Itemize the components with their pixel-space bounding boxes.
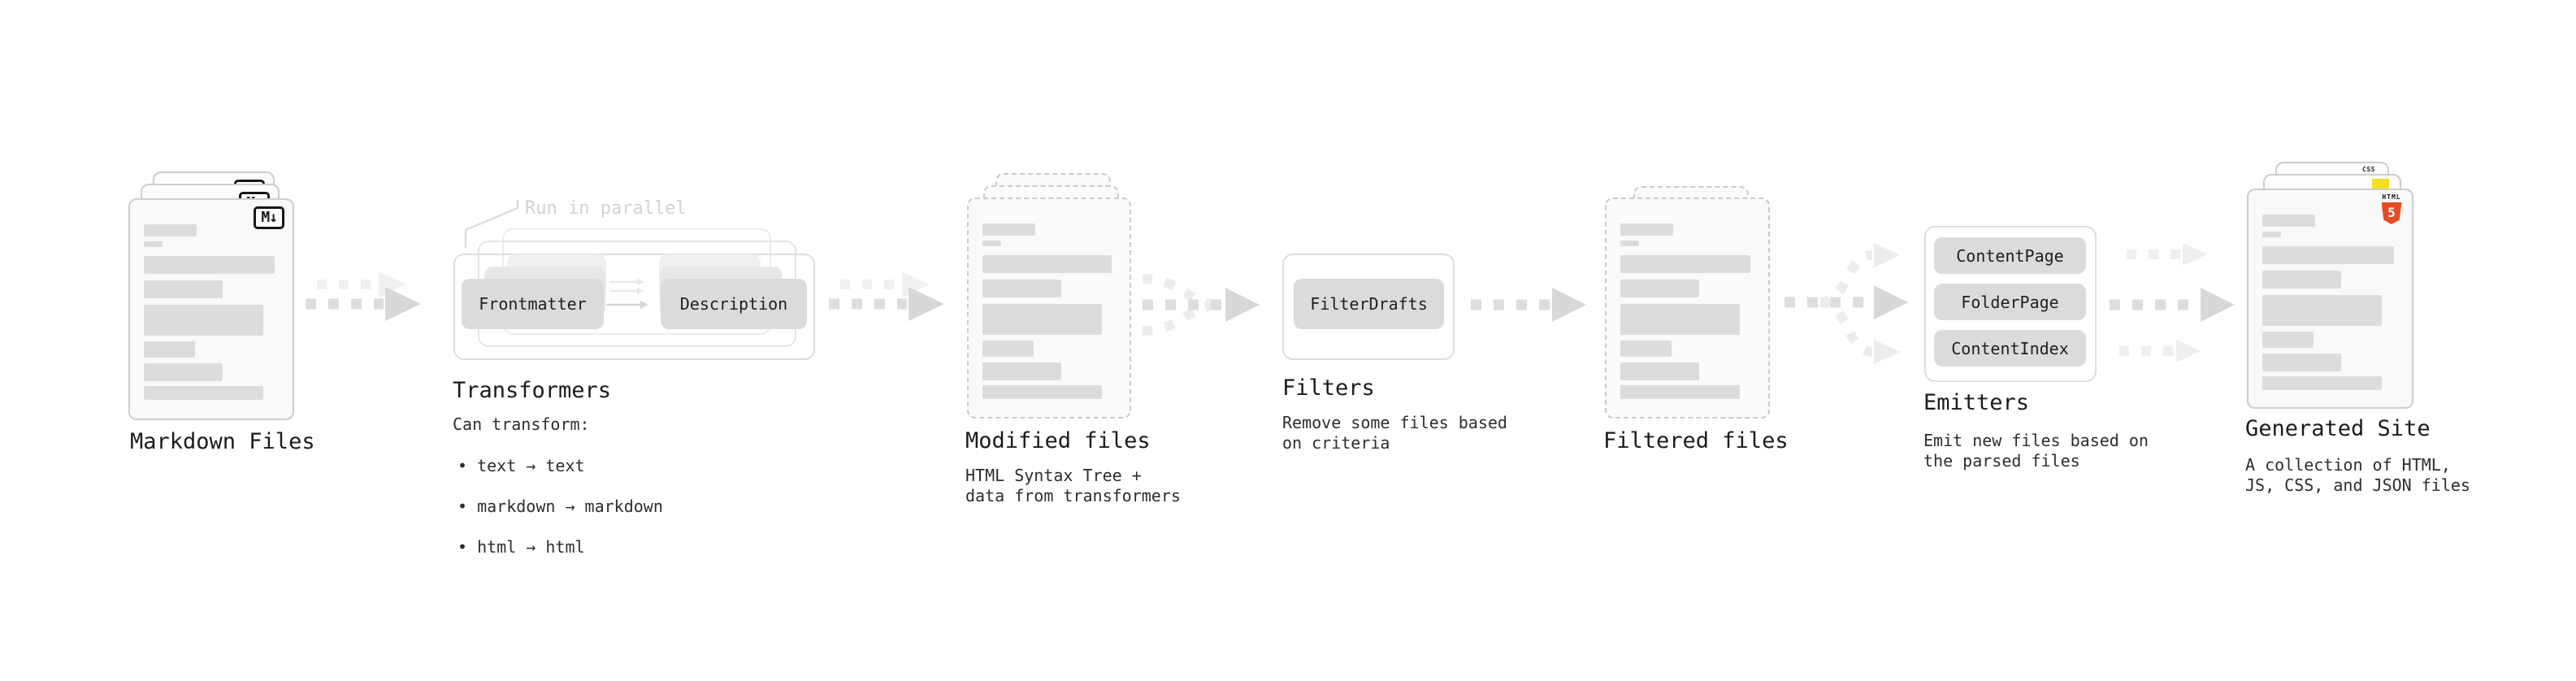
frontmatter-box: Frontmatter xyxy=(462,279,604,329)
description-box: Description xyxy=(661,279,807,329)
generated-site-label: Generated Site xyxy=(2245,416,2431,441)
bullet-html-to-html: • html → html xyxy=(458,537,585,557)
markdown-icon: M↓ xyxy=(254,206,284,229)
emitters-caption: Emit new files based on the parsed files xyxy=(1923,431,2149,471)
contentpage-box: ContentPage xyxy=(1934,237,2086,274)
modified-files-caption: HTML Syntax Tree + data from transformer… xyxy=(965,466,1181,505)
arrow-filters-to-filtered xyxy=(1471,288,1586,322)
folderpage-box: FolderPage xyxy=(1934,284,2086,320)
run-in-parallel-annotation: Run in parallel xyxy=(525,198,687,219)
modified-doc-front xyxy=(967,197,1131,419)
bullet-markdown-to-markdown: • markdown → markdown xyxy=(458,497,663,516)
transformers-caption-title: Can transform: xyxy=(453,414,590,434)
transformers-label: Transformers xyxy=(453,378,612,403)
emitters-label: Emitters xyxy=(1923,390,2030,415)
filtered-doc-front xyxy=(1605,197,1770,419)
doc-content-placeholder xyxy=(1620,223,1750,399)
arrow-markdown-to-transformers xyxy=(306,271,421,321)
filtered-files-label: Filtered files xyxy=(1603,428,1789,453)
arrow-fanin-modified-to-filters xyxy=(1142,274,1260,336)
arrows-emitters-to-generated xyxy=(2110,243,2235,362)
js-icon xyxy=(2372,179,2389,189)
parallel-arrows-icon xyxy=(606,278,648,309)
arrow-fanout-filtered-to-emitters xyxy=(1785,243,1908,364)
transformers-bullets: • text → text • markdown → markdown • ht… xyxy=(458,436,663,578)
bullet-text-to-text: • text → text xyxy=(458,456,585,475)
callout-line xyxy=(464,200,519,248)
arrow-transformers-to-modified xyxy=(829,271,944,321)
filters-caption: Remove some files based on criteria xyxy=(1282,413,1507,453)
filters-label: Filters xyxy=(1282,375,1375,401)
doc-content-placeholder xyxy=(982,223,1112,399)
transformers-frame-front xyxy=(453,254,815,360)
markdown-files-label: Markdown Files xyxy=(130,429,315,454)
generated-site-caption: A collection of HTML, JS, CSS, and JSON … xyxy=(2245,455,2470,495)
contentindex-box: ContentIndex xyxy=(1934,330,2086,367)
doc-content-placeholder xyxy=(2262,215,2394,390)
generated-doc-html: HTML 5 xyxy=(2247,189,2413,409)
doc-content-placeholder xyxy=(144,224,275,400)
html5-icon: HTML 5 xyxy=(2380,194,2403,224)
filterdrafts-box: FilterDrafts xyxy=(1294,279,1444,329)
markdown-doc-front: M↓ xyxy=(128,198,294,420)
modified-files-label: Modified files xyxy=(965,428,1151,453)
